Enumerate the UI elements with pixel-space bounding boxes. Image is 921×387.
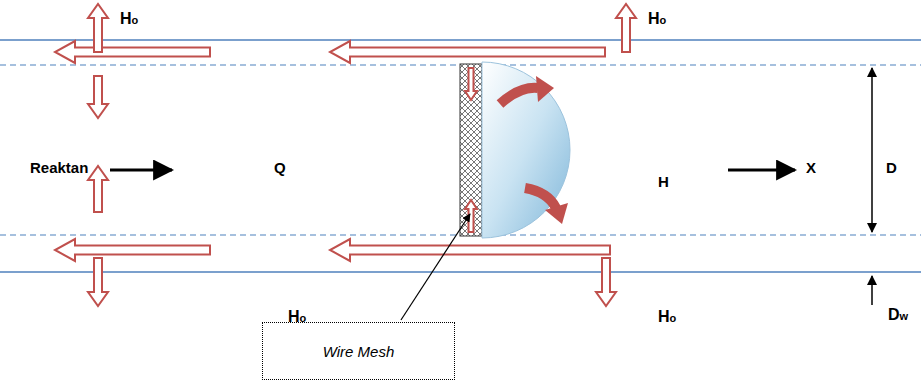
- flow-arrowhead: [545, 203, 568, 224]
- text-label: Q: [270, 158, 290, 179]
- text-label: D: [886, 160, 897, 177]
- heat-flow-arrow: [88, 76, 108, 118]
- symbol-label: Ho: [654, 306, 680, 328]
- heat-flow-arrow: [88, 258, 108, 306]
- text-label: X: [806, 160, 816, 177]
- text-label: Reaktan: [30, 160, 88, 177]
- heat-flow-arrow: [465, 68, 477, 100]
- callout-box: Wire Mesh: [262, 322, 455, 380]
- wire-mesh: [460, 64, 482, 236]
- heat-flow-arrow: [330, 41, 605, 63]
- flow-arrow: [525, 188, 556, 208]
- heat-flow-arrow: [88, 4, 108, 52]
- wall-arrow: [871, 276, 873, 305]
- heat-flow-arrow: [465, 200, 477, 232]
- text-label: H: [654, 172, 673, 193]
- heat-flow-arrow: [616, 4, 636, 52]
- flow-arrowhead: [536, 76, 554, 102]
- half-disk: [482, 62, 570, 238]
- outer-wall: [0, 39, 921, 41]
- heat-flow-arrow: [55, 41, 210, 63]
- diameter-arrow: [871, 68, 873, 232]
- heat-flow-arrow: [596, 258, 616, 306]
- heat-flow-arrow: [55, 239, 210, 261]
- heat-flow-arrow: [88, 166, 108, 212]
- symbol-label: Ho: [644, 8, 670, 30]
- callout-text: Wire Mesh: [323, 343, 395, 360]
- flow-arrow: [500, 88, 538, 104]
- feed-arrow: [110, 169, 172, 172]
- symbol-label: Ho: [116, 8, 142, 30]
- leader-line: [401, 214, 470, 320]
- heat-flow-arrow: [330, 239, 610, 261]
- outer-wall: [0, 271, 921, 273]
- symbol-label: Dw: [888, 306, 908, 324]
- axis-arrow: [728, 169, 795, 172]
